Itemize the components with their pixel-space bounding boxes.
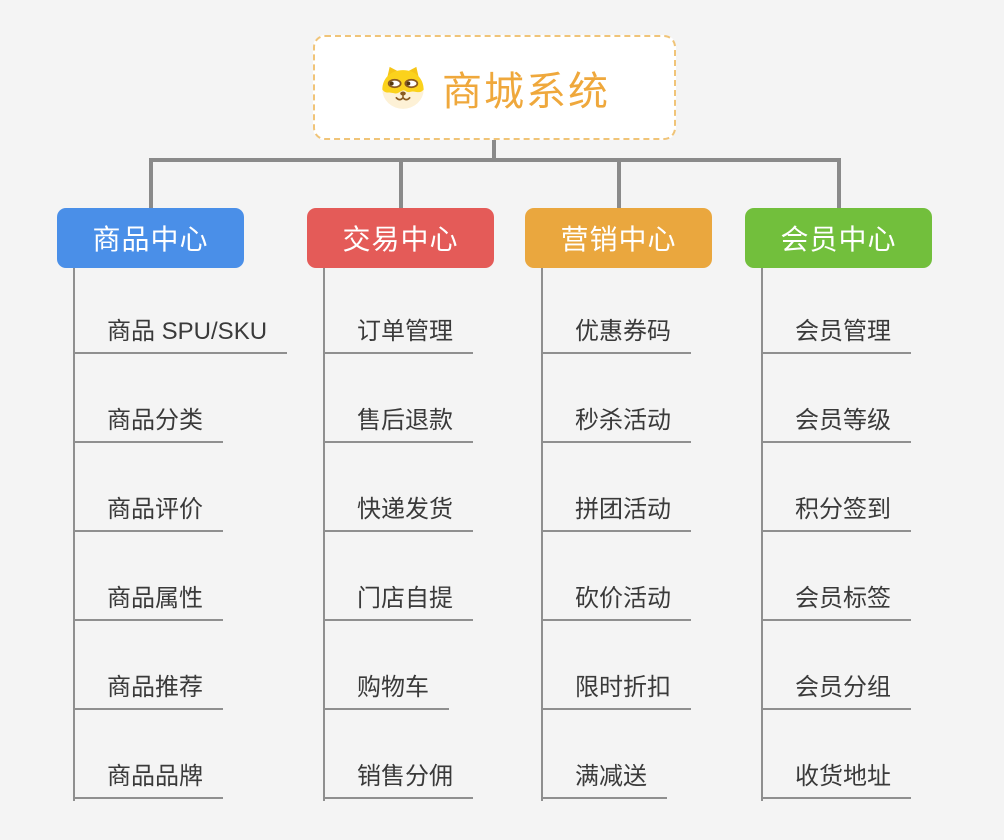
branch-item[interactable]: 会员管理 [761,312,911,354]
branch-trunk-line [541,268,543,801]
branch-item[interactable]: 商品品牌 [73,757,223,799]
shiba-dog-face-icon [382,66,424,109]
branch-header-product-center[interactable]: 商品中心 [57,208,244,268]
branch-item[interactable]: 砍价活动 [541,579,691,621]
branch-item[interactable]: 商品分类 [73,401,223,443]
branch-item[interactable]: 商品推荐 [73,668,223,710]
branch-item[interactable]: 积分签到 [761,490,911,532]
branch-header-trade-center[interactable]: 交易中心 [307,208,494,268]
branch-item[interactable]: 商品评价 [73,490,223,532]
connector-line [836,158,841,212]
branch-item[interactable]: 快递发货 [323,490,473,532]
branch-item[interactable]: 会员分组 [761,668,911,710]
connector-line [616,158,621,212]
root-title: 商城系统 [442,69,610,114]
branch-item[interactable]: 商品属性 [73,579,223,621]
branch-item[interactable]: 售后退款 [323,401,473,443]
branch-header-label: 商品中心 [92,224,209,255]
branch-header-label: 会员中心 [780,224,897,255]
branch-header-label: 交易中心 [342,224,459,255]
branch-item[interactable]: 购物车 [323,668,449,710]
connector-root-drop [492,140,496,162]
connector-line [398,158,403,212]
branch-item[interactable]: 会员标签 [761,579,911,621]
branch-trunk-line [323,268,325,801]
branch-item[interactable]: 秒杀活动 [541,401,691,443]
branch-item[interactable]: 销售分佣 [323,757,473,799]
branch-item[interactable]: 商品 SPU/SKU [73,312,288,354]
branch-item[interactable]: 满减送 [541,757,667,799]
branch-item[interactable]: 收货地址 [761,757,911,799]
branch-item[interactable]: 限时折扣 [541,668,691,710]
connector-line [148,158,153,212]
branch-header-marketing-center[interactable]: 营销中心 [525,208,712,268]
root-node[interactable]: 商城系统 [313,35,676,140]
branch-item[interactable]: 门店自提 [323,579,473,621]
branch-item[interactable]: 优惠券码 [541,312,691,354]
branch-item[interactable]: 会员等级 [761,401,911,443]
branch-item[interactable]: 订单管理 [323,312,473,354]
connector-bus [148,158,841,162]
branch-trunk-line [73,268,75,801]
branch-item[interactable]: 拼团活动 [541,490,691,532]
branch-header-member-center[interactable]: 会员中心 [745,208,932,268]
branch-header-label: 营销中心 [560,224,677,255]
branch-trunk-line [761,268,763,801]
